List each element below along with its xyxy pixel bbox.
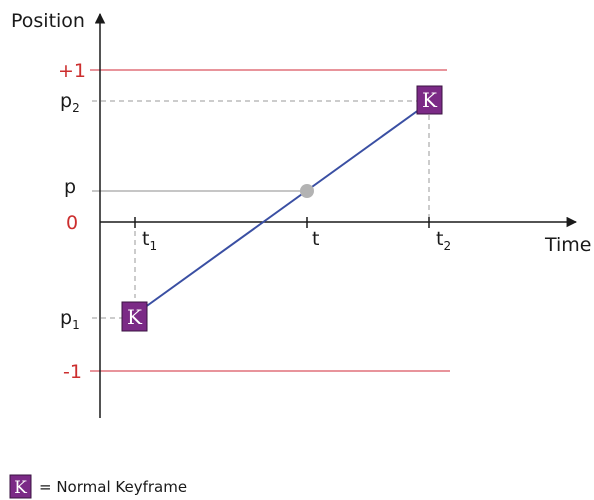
y-axis-label: Position xyxy=(11,10,85,32)
legend-keyframe-letter: K xyxy=(14,478,27,498)
interpolation-line xyxy=(136,103,428,314)
keyframe-p1[interactable]: K xyxy=(121,301,148,332)
p2-label: p2 xyxy=(60,90,80,115)
p-label: p xyxy=(64,176,76,198)
zero-label: 0 xyxy=(66,212,78,234)
legend-keyframe-swatch: K xyxy=(9,474,32,499)
interpolated-point xyxy=(300,184,314,198)
t-label: t xyxy=(312,228,319,250)
p1-label: p1 xyxy=(60,307,80,332)
keyframe-p2[interactable]: K xyxy=(416,85,443,115)
legend-text: = Normal Keyframe xyxy=(39,478,187,496)
x-axis-label: Time xyxy=(544,234,592,256)
plus-one-label: +1 xyxy=(58,60,86,82)
t2-label: t2 xyxy=(436,228,451,253)
t1-label: t1 xyxy=(142,228,157,253)
legend: K = Normal Keyframe xyxy=(9,474,187,499)
keyframe-letter: K xyxy=(127,305,143,329)
keyframe-letter: K xyxy=(422,88,438,112)
minus-one-label: -1 xyxy=(63,361,82,383)
